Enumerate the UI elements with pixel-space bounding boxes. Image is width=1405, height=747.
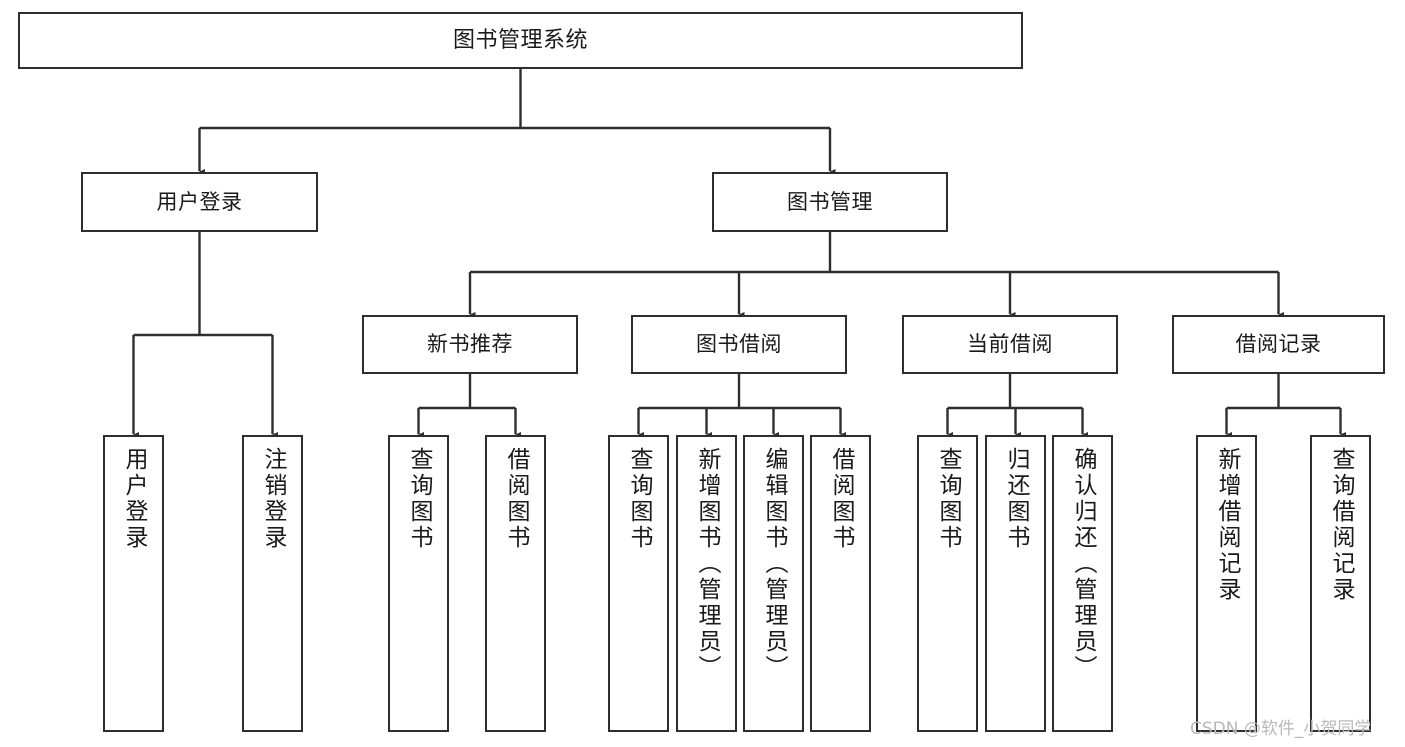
node-leaf-return-book[interactable]: 归还图书: [985, 435, 1046, 732]
node-current-borrow[interactable]: 当前借阅: [902, 315, 1118, 374]
node-leaf-logout-label: 注销登录: [260, 447, 286, 551]
node-leaf-add-book-label: 新增图书（管理员）: [694, 447, 720, 681]
node-leaf-add-book[interactable]: 新增图书（管理员）: [676, 435, 737, 732]
node-user-login[interactable]: 用户登录: [81, 172, 318, 232]
node-new-book-recommend[interactable]: 新书推荐: [362, 315, 578, 374]
node-leaf-query-book-rec-label: 查询图书: [406, 447, 432, 551]
node-leaf-add-record-label: 新增借阅记录: [1214, 447, 1240, 603]
node-book-manage-label: 图书管理: [787, 189, 873, 214]
node-new-book-recommend-label: 新书推荐: [427, 332, 513, 357]
node-root[interactable]: 图书管理系统: [18, 12, 1023, 69]
node-leaf-logout[interactable]: 注销登录: [242, 435, 303, 732]
node-leaf-user-login-label: 用户登录: [121, 447, 147, 551]
node-leaf-query-book-borrow-label: 查询图书: [626, 447, 652, 551]
node-leaf-borrow-book-rec-label: 借阅图书: [503, 447, 529, 551]
node-leaf-borrow-book-rec[interactable]: 借阅图书: [485, 435, 546, 732]
watermark: CSDN @软件_小贺同学: [1190, 719, 1372, 739]
node-leaf-confirm-return-label: 确认归还（管理员）: [1070, 447, 1096, 681]
node-leaf-query-record[interactable]: 查询借阅记录: [1310, 435, 1371, 732]
node-book-manage[interactable]: 图书管理: [712, 172, 948, 232]
node-root-label: 图书管理系统: [452, 27, 588, 53]
node-book-borrow[interactable]: 图书借阅: [631, 315, 847, 374]
node-user-login-label: 用户登录: [156, 189, 243, 214]
node-leaf-borrow-book[interactable]: 借阅图书: [810, 435, 871, 732]
node-leaf-query-book-rec[interactable]: 查询图书: [388, 435, 449, 732]
node-leaf-add-record[interactable]: 新增借阅记录: [1196, 435, 1257, 732]
node-current-borrow-label: 当前借阅: [967, 332, 1053, 357]
node-leaf-borrow-book-label: 借阅图书: [828, 447, 854, 551]
node-leaf-return-book-label: 归还图书: [1003, 447, 1029, 551]
node-book-borrow-label: 图书借阅: [696, 332, 782, 357]
node-leaf-query-record-label: 查询借阅记录: [1328, 447, 1354, 603]
node-leaf-user-login[interactable]: 用户登录: [103, 435, 164, 732]
node-leaf-edit-book[interactable]: 编辑图书（管理员）: [743, 435, 804, 732]
node-leaf-edit-book-label: 编辑图书（管理员）: [761, 447, 787, 681]
node-borrow-record[interactable]: 借阅记录: [1172, 315, 1385, 374]
node-leaf-query-book-current-label: 查询图书: [935, 447, 961, 551]
node-borrow-record-label: 借阅记录: [1235, 332, 1322, 357]
node-leaf-query-book-current[interactable]: 查询图书: [917, 435, 978, 732]
node-leaf-confirm-return[interactable]: 确认归还（管理员）: [1052, 435, 1113, 732]
node-leaf-query-book-borrow[interactable]: 查询图书: [608, 435, 669, 732]
